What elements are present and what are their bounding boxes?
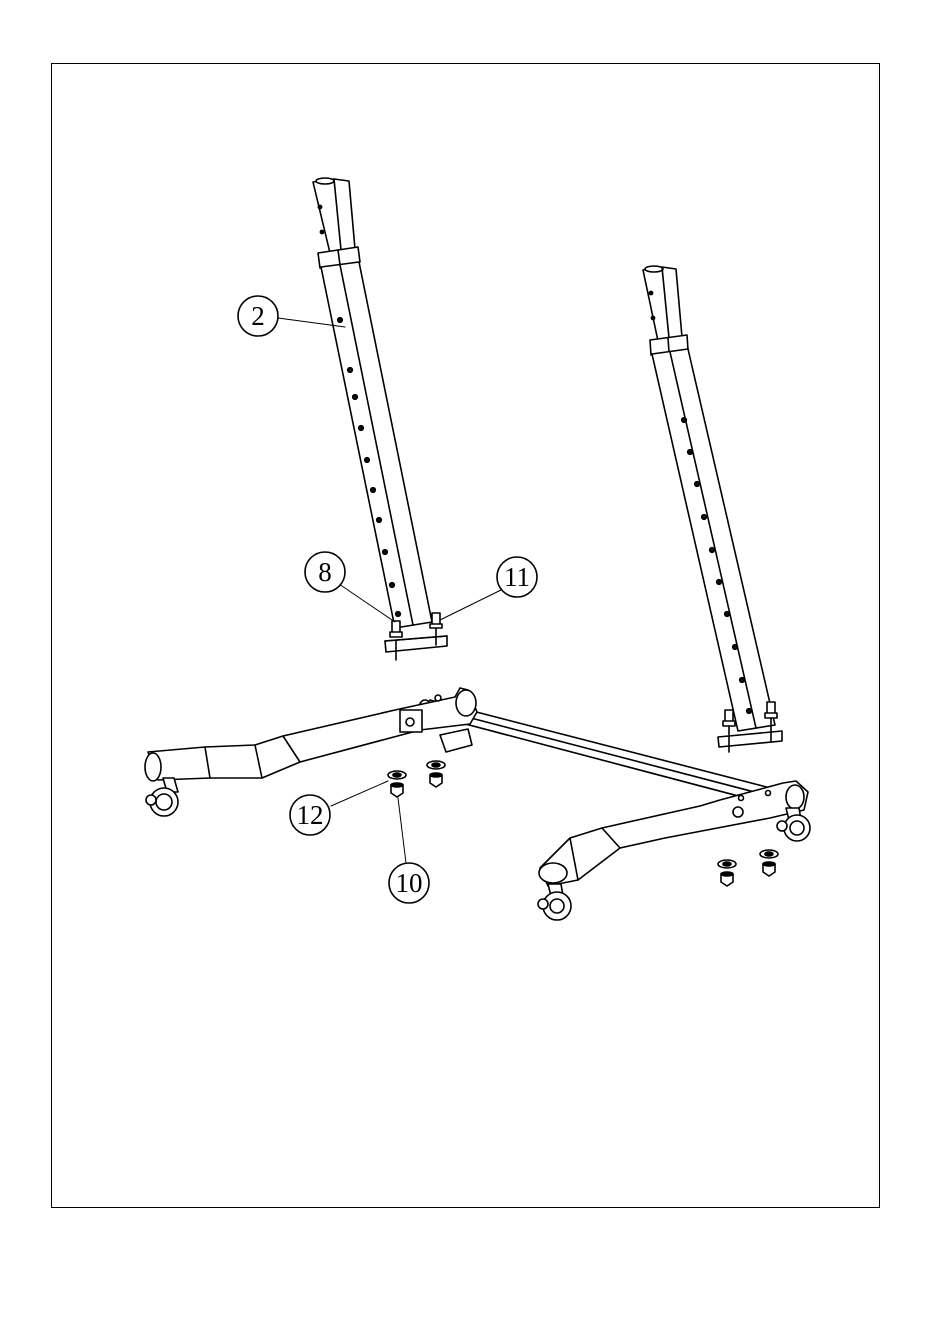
callout-8: 8 — [305, 552, 345, 592]
callout-label-8: 8 — [318, 557, 332, 587]
right-upright-post — [643, 266, 782, 752]
callout-label-11: 11 — [504, 562, 530, 592]
callout-12: 12 — [290, 795, 330, 835]
callout-label-12: 12 — [297, 800, 324, 830]
callout-11: 11 — [497, 557, 537, 597]
callout-label-10: 10 — [396, 868, 423, 898]
base-frame — [145, 688, 810, 920]
callout-2: 2 — [238, 296, 278, 336]
callout-10: 10 — [389, 863, 429, 903]
callout-label-2: 2 — [251, 301, 265, 331]
